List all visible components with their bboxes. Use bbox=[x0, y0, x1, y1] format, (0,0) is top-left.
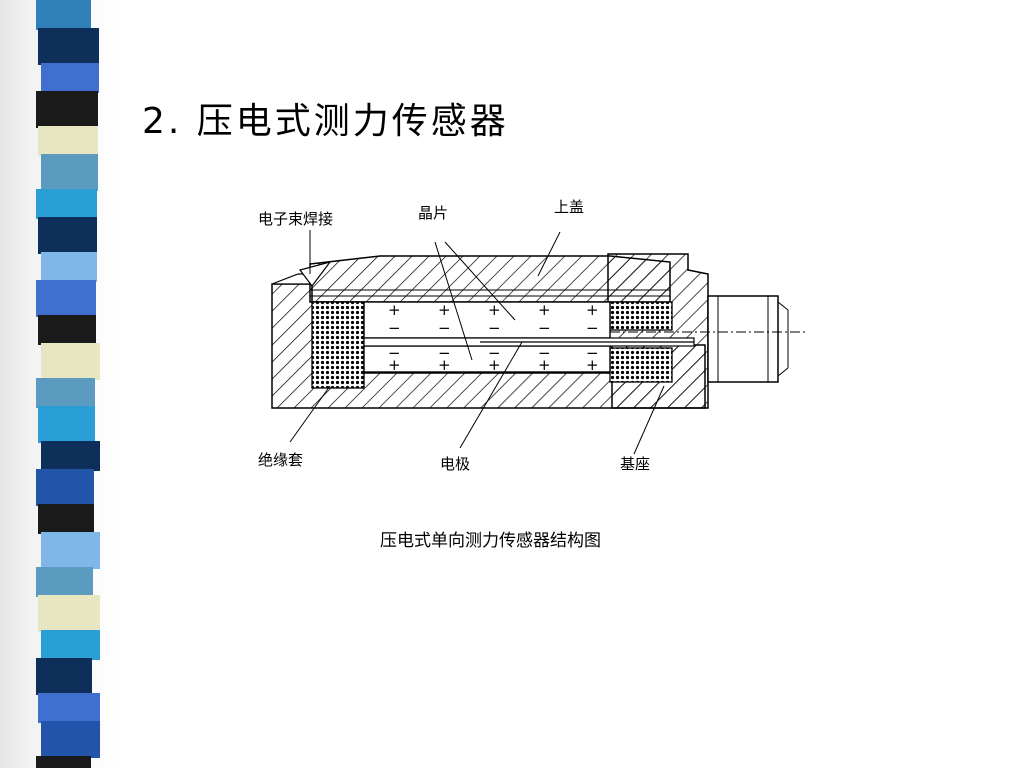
stripe-segment bbox=[38, 126, 98, 156]
charge-plus: + bbox=[538, 356, 551, 374]
charge-plus: + bbox=[586, 356, 599, 374]
label-top-cover: 上盖 bbox=[554, 198, 584, 216]
stripe-segment bbox=[38, 406, 95, 443]
label-electrode: 电极 bbox=[440, 455, 470, 473]
stripe-segment bbox=[41, 532, 100, 569]
stripe-segment bbox=[41, 343, 100, 380]
charge-minus: − bbox=[488, 344, 501, 362]
crystal-upper bbox=[363, 301, 611, 339]
charge-minus: − bbox=[438, 319, 451, 337]
insulating-sleeve-left bbox=[311, 301, 365, 389]
stripe-segment bbox=[36, 189, 97, 219]
leader-lines bbox=[289, 230, 665, 455]
stripe-segment bbox=[38, 595, 100, 632]
charge-plus: + bbox=[586, 301, 599, 319]
stripe-segment bbox=[38, 693, 100, 723]
weld-notch bbox=[298, 260, 332, 287]
charge-plus: + bbox=[538, 301, 551, 319]
stripe-segment bbox=[38, 28, 99, 65]
charge-minus: − bbox=[388, 344, 401, 362]
stripe-segment bbox=[36, 469, 94, 506]
stripe-segment bbox=[38, 315, 96, 345]
diagram-caption: 压电式单向测力传感器结构图 bbox=[380, 531, 601, 551]
insulating-sleeve-right bbox=[609, 301, 673, 331]
top-cover-shape bbox=[309, 255, 671, 303]
label-crystal: 晶片 bbox=[418, 204, 448, 222]
charge-minus: − bbox=[538, 319, 551, 337]
output-connector bbox=[707, 295, 779, 383]
label-ebeam-weld: 电子束焊接 bbox=[258, 210, 333, 228]
stripe-segment bbox=[38, 504, 94, 534]
stripe-segment bbox=[36, 280, 96, 317]
stripe-segment bbox=[38, 217, 97, 254]
charge-minus: − bbox=[586, 344, 599, 362]
slide-title: 2. 压电式测力传感器 bbox=[142, 101, 509, 142]
stripe-segment bbox=[41, 252, 97, 282]
stripe-segment bbox=[36, 378, 95, 408]
lower-crystal-signs: − − − − − + + + + + bbox=[388, 344, 599, 374]
stripe-segment bbox=[41, 63, 99, 93]
charge-minus: − bbox=[488, 319, 501, 337]
stripe-segment bbox=[41, 721, 100, 758]
stripe-segment bbox=[36, 0, 91, 30]
piezo-sensor-diagram: + + + + + − − − − − − − − − − + + + + + … bbox=[258, 198, 806, 473]
decorative-stripe-bar bbox=[36, 0, 100, 768]
charge-plus: + bbox=[438, 301, 451, 319]
charge-minus: − bbox=[388, 319, 401, 337]
stripe-segment bbox=[41, 630, 100, 660]
charge-plus: + bbox=[488, 356, 501, 374]
stripe-segment bbox=[36, 658, 92, 695]
label-base: 基座 bbox=[620, 455, 650, 473]
label-insulating-sleeve: 绝缘套 bbox=[258, 451, 303, 469]
insulating-sleeve-right-lower bbox=[609, 347, 673, 383]
crystal-lower bbox=[363, 345, 611, 373]
stripe-segment bbox=[36, 567, 93, 597]
stripe-segment bbox=[41, 441, 100, 471]
charge-plus: + bbox=[388, 301, 401, 319]
charge-plus: + bbox=[388, 356, 401, 374]
upper-crystal-signs: + + + + + − − − − − bbox=[388, 301, 599, 337]
stripe-segment bbox=[41, 154, 98, 191]
charge-plus: + bbox=[438, 356, 451, 374]
charge-minus: − bbox=[538, 344, 551, 362]
charge-plus: + bbox=[488, 301, 501, 319]
charge-minus: − bbox=[438, 344, 451, 362]
charge-minus: − bbox=[586, 319, 599, 337]
stripe-segment bbox=[36, 91, 98, 128]
stripe-segment bbox=[36, 756, 91, 768]
